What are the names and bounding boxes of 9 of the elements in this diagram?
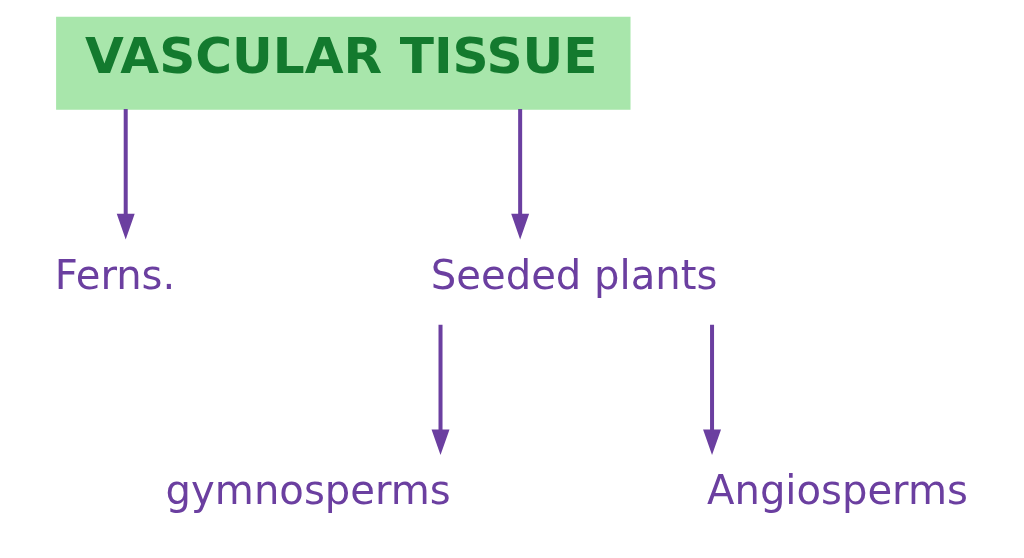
arrow	[116, 109, 135, 240]
arrow	[703, 324, 721, 456]
arrow	[511, 109, 530, 240]
node-text: Ferns.	[54, 251, 176, 298]
node-text: gymnosperms	[165, 467, 451, 514]
arrow	[431, 324, 450, 456]
node-text: Seeded plants	[430, 251, 718, 298]
node-text: Angiosperms	[707, 467, 968, 514]
node-box: VASCULAR TISSUE	[56, 16, 631, 110]
